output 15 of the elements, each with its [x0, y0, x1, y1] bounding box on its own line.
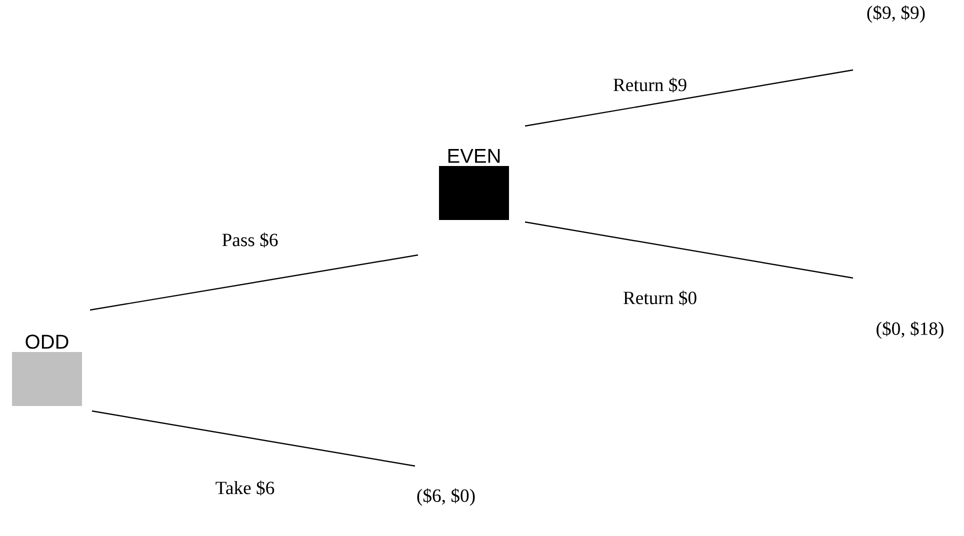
edge-label: Take $6: [216, 480, 274, 496]
payoff-label: ($9, $9): [867, 5, 925, 23]
edge-label: Return $0: [623, 290, 696, 306]
payoff-label: ($0, $18): [876, 321, 944, 339]
node-label: EVEN: [448, 149, 500, 163]
branch-line: [524, 69, 854, 127]
edge-label: Pass $6: [222, 232, 278, 248]
branch-line: [524, 221, 854, 279]
edge-label: Return $9: [613, 78, 686, 92]
player-node: EVEN: [439, 149, 509, 220]
player-node: ODD: [12, 334, 82, 406]
payoff-label: ($6, $0): [417, 488, 475, 506]
branch-line: [90, 254, 418, 311]
node-label: ODD: [26, 334, 68, 349]
branch-line: [92, 410, 416, 467]
